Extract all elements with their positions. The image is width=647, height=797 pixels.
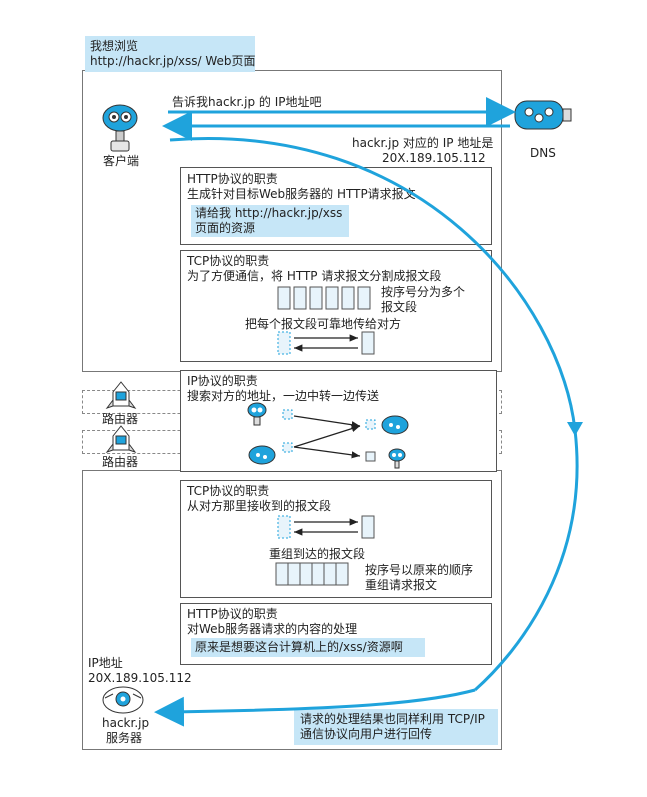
http-server-note-text: 原来是想要这台计算机上的/xss/资源啊 <box>195 640 403 654</box>
tcp-client-box: TCP协议的职责 为了方便通信，将 HTTP 请求报文分割成报文段 按序号分为多… <box>180 250 492 362</box>
tcp-order-line2: 重组请求报文 <box>365 578 438 592</box>
ip-box: IP协议的职责 搜索对方的地址，一边中转一边传送 <box>180 370 497 472</box>
tcp-reassemble-text: 重组到达的报文段 <box>269 547 366 561</box>
http-server-box: HTTP协议的职责 对Web服务器请求的内容的处理 原来是想要这台计算机上的/x… <box>180 603 492 665</box>
top-note: 我想浏览 http://hackr.jp/xss/ Web页面 <box>85 36 256 72</box>
client-label: 客户端 <box>103 154 140 168</box>
bottom-note-line2: 通信协议向用户进行回传 <box>300 727 433 741</box>
http-client-title: HTTP协议的职责 <box>187 172 278 186</box>
dns-request-text: 告诉我hackr.jp 的 IP地址吧 <box>172 95 322 109</box>
http-client-note-line1: 请给我 http://hackr.jp/xss <box>195 206 343 220</box>
tcp-client-title: TCP协议的职责 <box>187 254 270 268</box>
top-note-line2: http://hackr.jp/xss/ Web页面 <box>90 54 256 68</box>
server-name-line2: 服务器 <box>106 731 143 745</box>
tcp-seg-note-line1: 按序号分为多个 <box>381 285 466 299</box>
dns-reply-line1: hackr.jp 对应的 IP 地址是 <box>352 136 494 150</box>
router-label-1: 路由器 <box>102 412 139 426</box>
request-flow-arrowhead <box>567 422 583 436</box>
ip-title: IP协议的职责 <box>187 374 258 388</box>
http-client-note: 请给我 http://hackr.jp/xss 页面的资源 <box>191 205 349 237</box>
http-client-box: HTTP协议的职责 生成针对目标Web服务器的 HTTP请求报文 请给我 htt… <box>180 167 492 245</box>
ip-desc: 搜索对方的地址，一边中转一边传送 <box>187 389 380 403</box>
server-ip-value: 20X.189.105.112 <box>88 671 192 685</box>
tcp-client-desc: 为了方便通信，将 HTTP 请求报文分割成报文段 <box>187 269 442 283</box>
bottom-note: 请求的处理结果也同样利用 TCP/IP 通信协议向用户进行回传 <box>294 709 498 745</box>
dns-reply-line2: 20X.189.105.112 <box>382 151 486 165</box>
http-client-desc: 生成针对目标Web服务器的 HTTP请求报文 <box>187 187 416 201</box>
http-server-title: HTTP协议的职责 <box>187 607 278 621</box>
tcp-seg-note-line2: 报文段 <box>381 300 418 314</box>
dns-label: DNS <box>530 146 556 160</box>
bottom-note-line1: 请求的处理结果也同样利用 TCP/IP <box>300 712 485 726</box>
server-ip-label: IP地址 <box>88 656 123 670</box>
http-server-note: 原来是想要这台计算机上的/xss/资源啊 <box>191 638 425 657</box>
top-note-line1: 我想浏览 <box>90 39 139 53</box>
tcp-server-box: TCP协议的职责 从对方那里接收到的报文段 重组到达的报文段 按序号以原来的顺序… <box>180 480 492 598</box>
tcp-server-title: TCP协议的职责 <box>187 484 270 498</box>
router-label-2: 路由器 <box>102 455 139 469</box>
http-server-desc: 对Web服务器请求的内容的处理 <box>187 622 358 636</box>
tcp-server-desc: 从对方那里接收到的报文段 <box>187 499 332 513</box>
http-client-note-line2: 页面的资源 <box>195 221 256 235</box>
tcp-order-line1: 按序号以原来的顺序 <box>365 563 474 577</box>
tcp-transfer-text: 把每个报文段可靠地传给对方 <box>245 317 402 331</box>
server-name-line1: hackr.jp <box>102 716 150 730</box>
